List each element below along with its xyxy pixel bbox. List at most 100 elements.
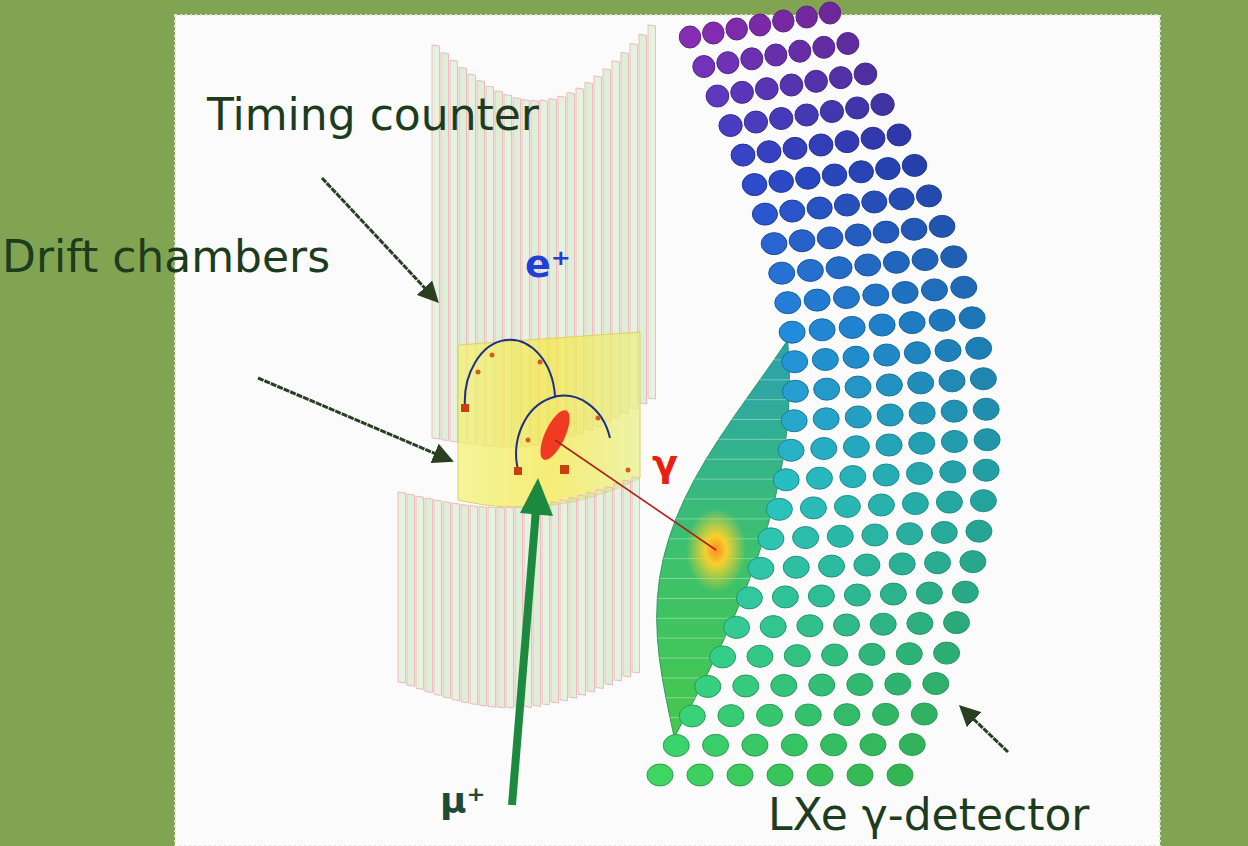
pmt [812,348,838,370]
pmt [813,36,835,58]
counter-bar [623,480,631,677]
pmt [797,259,823,281]
pmt [773,469,799,491]
pmt [718,705,744,727]
face-pmt-row [760,379,789,380]
face-pmt-row [746,399,789,400]
pmt [772,586,798,608]
pmt [724,616,750,638]
pmt [925,552,951,574]
pmt [896,643,922,665]
pmt [789,40,811,62]
pmt [863,284,889,306]
pmt [822,164,847,186]
face-pmt-row [659,658,715,659]
pmt [909,402,935,424]
face-pmt-row [732,419,788,420]
pmt [931,521,957,543]
pmt [761,233,787,255]
positron-track [465,340,555,408]
pmt [876,158,901,180]
pmt [780,200,805,222]
pmt [809,319,835,341]
pmt [835,131,859,153]
pmt [807,197,832,219]
positron-track [516,396,610,470]
counter-bar [416,496,424,689]
pmt [806,467,832,489]
pmt [781,734,807,756]
pmt [951,276,977,298]
pmt [834,194,859,216]
pmt [819,2,840,24]
pmt [784,645,810,667]
pmt [907,612,933,634]
pmt [923,673,949,695]
leader-line [322,178,436,300]
pmt [892,281,918,303]
pmt [769,170,794,192]
pmt [748,557,774,579]
counter-bar [648,25,656,399]
pmt [805,70,828,92]
pmt [839,316,865,338]
counter-bar [587,492,595,692]
counter-bar [569,498,577,699]
pmt [873,703,899,725]
pmt [869,314,895,336]
pmt [731,81,754,103]
pmt [934,642,960,664]
pmt [973,398,999,420]
pmt [719,115,742,137]
pmt [795,704,821,726]
pmt [921,279,947,301]
face-pmt-row [685,499,775,500]
pmt [847,674,873,696]
counter-bar [434,500,442,695]
pmt [941,400,967,422]
part-name: LXe γ-detector [768,790,1089,841]
hit [596,416,601,421]
pmt [912,249,938,271]
pmt [736,587,762,609]
white-panel [175,15,1160,846]
pmt [960,551,986,573]
pmt [897,523,923,545]
hit [514,467,522,475]
pmt [849,161,874,183]
pmt [796,167,821,189]
pmt [647,764,673,786]
pmt [843,346,869,368]
pmt [860,734,886,756]
face-pmt-row [719,439,786,440]
face-pmt-row [657,638,724,639]
pmt [687,764,713,786]
pmt [834,704,860,726]
hit [538,360,543,365]
pmt [889,553,915,575]
pmt [902,493,928,515]
counter-bar [470,505,478,704]
counter-bar [560,500,568,701]
pmt [769,262,795,284]
pmt [775,292,801,314]
pmt [901,218,927,240]
pmt [717,52,739,74]
pmt [887,124,911,146]
pmt [840,466,866,488]
pmt [760,616,786,638]
pmt [909,432,935,454]
counter-bar [605,487,613,685]
pmt [826,257,852,279]
pmt [771,674,797,696]
hit [461,404,469,412]
counter-bar [506,507,514,708]
gamma-track [555,440,716,550]
pmt [944,612,970,634]
counter-bar [452,503,460,700]
part-name: Timing counter [207,90,539,141]
tracks [461,340,716,550]
pmt [880,583,906,605]
lxe-detector [647,2,1000,786]
